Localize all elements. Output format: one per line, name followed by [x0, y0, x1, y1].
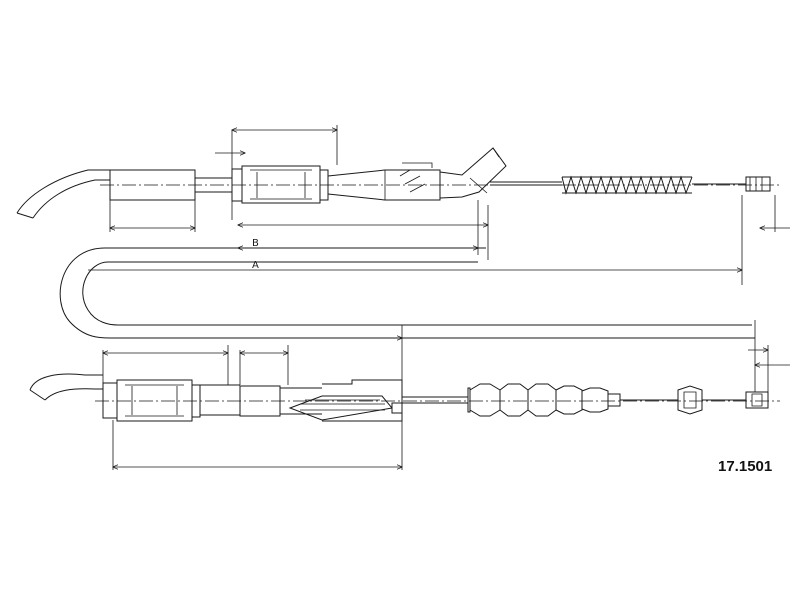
- cable-continuation-loop: [59, 247, 755, 339]
- part-number-label: 17.1501: [718, 458, 773, 475]
- lower-dimensions: [103, 320, 790, 470]
- dimension-label-a: A: [252, 260, 259, 271]
- lower-cable-assembly: [29, 373, 780, 422]
- upper-cable-assembly: [16, 147, 780, 219]
- dimension-label-b: B: [252, 238, 259, 249]
- upper-dimensions: [88, 125, 790, 285]
